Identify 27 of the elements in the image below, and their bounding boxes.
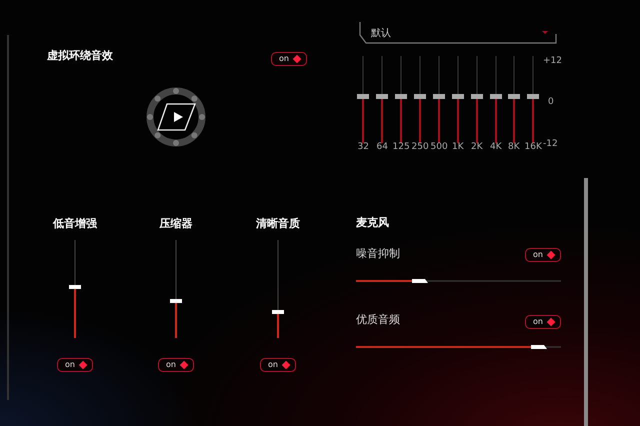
section-heading: 压缩器	[160, 218, 192, 229]
setting-label: 优质音频	[356, 314, 400, 325]
dropdown-value: 默认	[371, 29, 391, 39]
toggle-switch: on	[271, 52, 307, 66]
toggle-switch: on	[260, 358, 296, 372]
toggle-switch: on	[525, 315, 561, 329]
section-heading: 麦克风	[356, 217, 389, 228]
section-heading: 虚拟环绕音效	[47, 50, 113, 61]
scale-label: 8K	[508, 143, 520, 152]
scale-label: 500	[430, 143, 448, 152]
toggle-switch: on	[57, 358, 93, 372]
scale-label: 250	[412, 143, 429, 152]
setting-label: 噪音抑制	[356, 248, 400, 259]
scale-label: 1K	[452, 143, 464, 152]
scale-label: 125	[392, 143, 410, 152]
scale-label: 2K	[471, 143, 483, 152]
scale-label: 4K	[490, 143, 502, 152]
section-heading: 清晰音质	[256, 218, 300, 229]
toggle-switch: on	[158, 358, 194, 372]
section-heading: 低音增强	[53, 218, 97, 229]
scale-label: -12	[543, 140, 558, 149]
scale-label: 32	[358, 143, 369, 152]
scale-label: 64	[376, 143, 388, 152]
toggle-switch: on	[525, 248, 561, 262]
scale-label: 16K	[524, 143, 542, 152]
scale-label: +12	[543, 57, 562, 66]
scale-label: 0	[548, 98, 554, 107]
